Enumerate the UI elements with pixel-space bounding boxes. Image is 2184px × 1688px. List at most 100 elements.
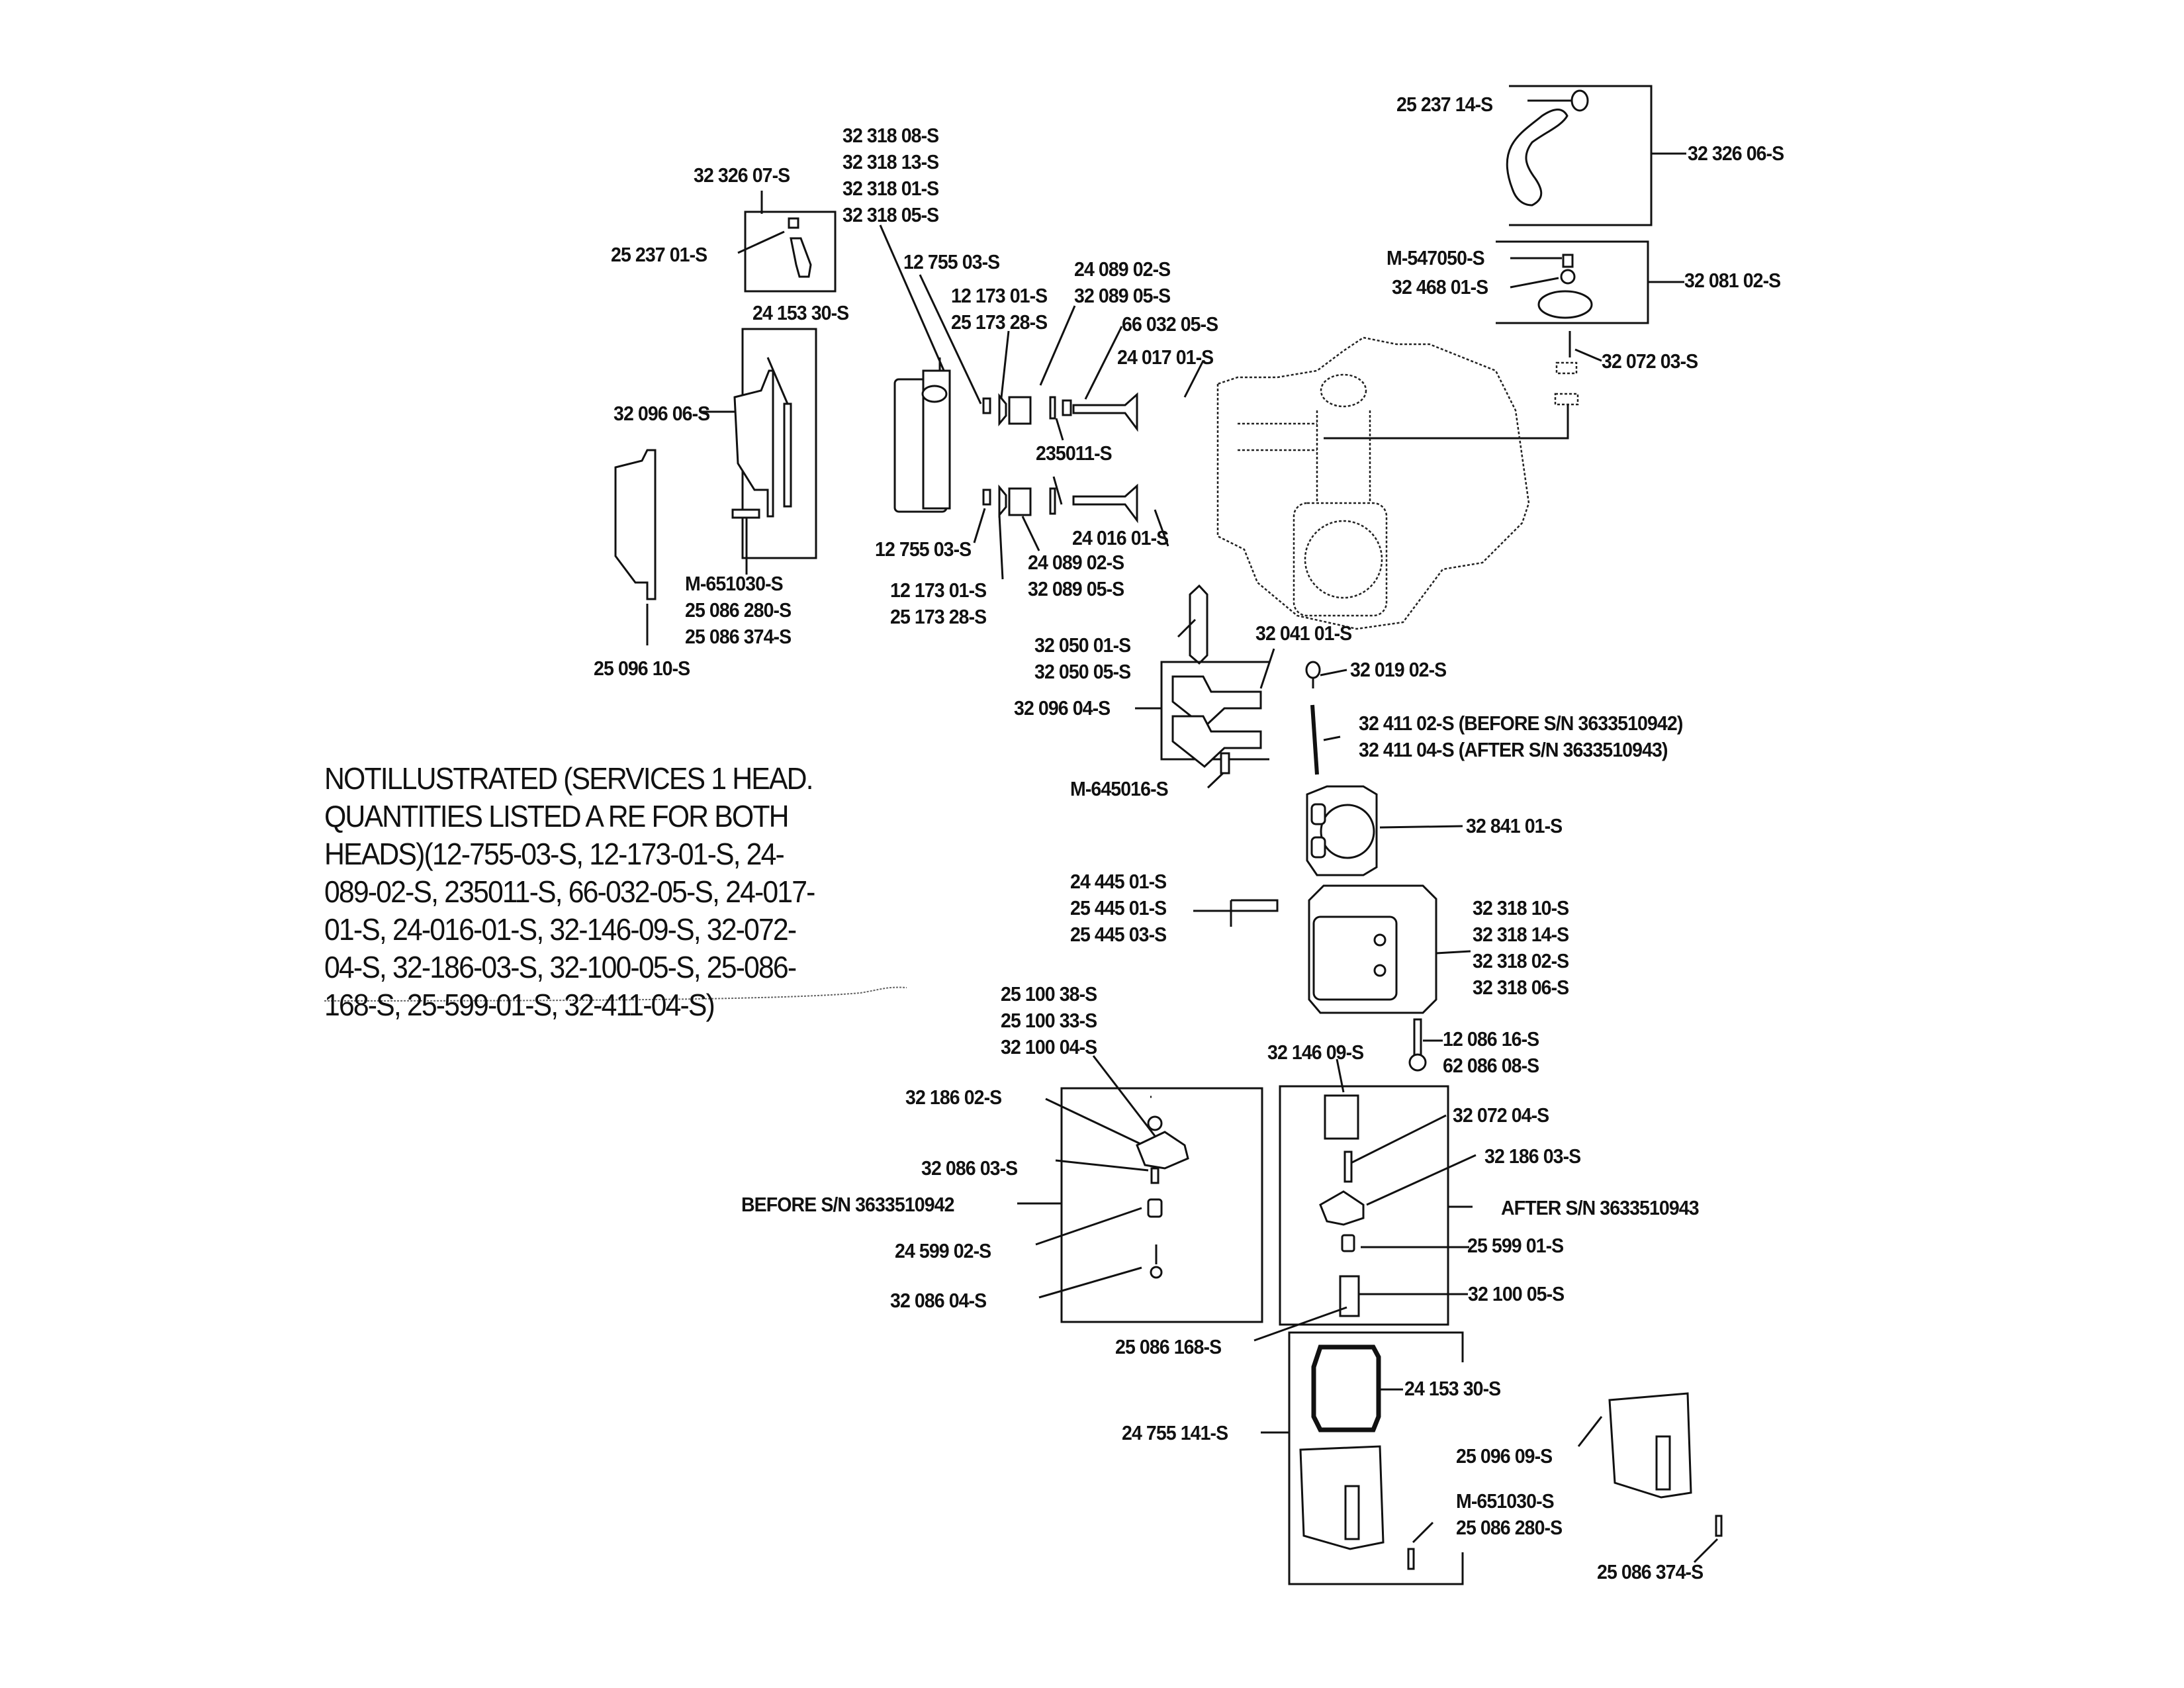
cylinder-head-icon <box>1308 884 1437 1014</box>
label-pivot-before: 32 086 03-S <box>921 1156 1018 1180</box>
exhaust-valve-icon <box>1072 392 1138 432</box>
washer-icon <box>1560 269 1576 285</box>
label-spring-seat-bottom-2: 25 173 28-S <box>890 605 987 628</box>
ohve-emblem-icon <box>1344 1485 1360 1540</box>
label-head-bolt-2: 62 086 08-S <box>1443 1054 1539 1077</box>
valve-cover-icon <box>1299 1445 1385 1550</box>
label-cylinder-head-assy-2: 32 318 14-S <box>1473 923 1569 946</box>
valve-cover-left-icon <box>614 449 657 600</box>
stud-icon <box>1343 1150 1353 1183</box>
label-valve-cover-assy-left: 32 096 06-S <box>614 402 710 425</box>
label-group-bracket: 24 445 01-S 25 445 01-S 25 445 03-S <box>1070 868 1175 948</box>
label-cylinder-head-assy-1: 32 318 10-S <box>1473 896 1569 919</box>
adjuster-icon <box>1147 1198 1163 1218</box>
label-cylinder-head-4: 32 318 05-S <box>842 203 939 226</box>
label-stud-after: 32 072 04-S <box>1453 1103 1549 1127</box>
note-line: QUANTITIES LISTED A RE FOR BOTH <box>324 799 789 833</box>
gasket-icon <box>1311 1344 1381 1432</box>
keeper-icon <box>982 489 991 506</box>
label-washer-seal: 32 468 01-S <box>1392 275 1488 299</box>
label-breather-hose-assy-left: 32 326 07-S <box>694 164 790 187</box>
label-group-head-bolts: 12 086 16-S 62 086 08-S <box>1443 1026 1547 1079</box>
spring-seat-icon <box>998 484 1007 518</box>
label-keeper-top: 12 755 03-S <box>903 250 1000 273</box>
valve-cover-right-icon <box>1608 1392 1692 1499</box>
label-group-spring-seat-bottom: 12 173 01-S 25 173 28-S <box>890 577 995 630</box>
label-guide-plate-after: 32 146 09-S <box>1267 1041 1364 1064</box>
label-spring-seat-top-1: 12 173 01-S <box>951 284 1048 307</box>
intake-valve-icon <box>1072 483 1138 524</box>
label-valve-cover-right: 25 096 09-S <box>1456 1444 1553 1468</box>
pivot-icon <box>1150 1167 1160 1184</box>
label-push-rod-guide: 32 041 01-S <box>1255 622 1352 645</box>
label-screw-left-1: M-651030-S <box>685 572 784 595</box>
label-group-tappet: 32 050 01-S 32 050 05-S <box>1034 632 1139 685</box>
keeper-icon <box>982 397 991 414</box>
label-screw-after: 25 086 168-S <box>1115 1335 1222 1358</box>
plug-icon <box>1562 254 1574 268</box>
label-group-cylinder-heads: 32 318 08-S 32 318 13-S 32 318 01-S 32 3… <box>842 122 947 228</box>
note-line: NOTILLUSTRATED (SERVICES 1 HEAD. <box>324 761 813 796</box>
note-underline <box>324 986 907 1002</box>
label-tappet-1: 32 050 01-S <box>1034 633 1131 657</box>
label-gasket-right: 24 153 30-S <box>1404 1377 1501 1400</box>
breather-cap-icon <box>1537 290 1593 319</box>
tappet-icon <box>1189 584 1208 665</box>
label-group-screws-right: M-651030-S 25 086 280-S <box>1456 1488 1571 1541</box>
rocker-nut-icon <box>1147 1115 1163 1131</box>
label-group-screws-left: M-651030-S 25 086 280-S 25 086 374-S <box>685 571 800 650</box>
label-valve-spring-bottom-1: 24 089 02-S <box>1028 551 1124 574</box>
label-tappet-2: 32 050 05-S <box>1034 660 1131 683</box>
label-head-gasket: 32 841 01-S <box>1466 814 1563 837</box>
label-screw-right-alt: 25 086 374-S <box>1597 1560 1704 1583</box>
label-cylinder-head-2: 32 318 13-S <box>842 150 939 173</box>
engine-block-icon <box>1216 336 1530 630</box>
breather-assy-group <box>1324 240 1684 440</box>
screw-icon <box>1220 752 1230 774</box>
note-line: 01-S, 24-016-01-S, 32-146-09-S, 32-072- <box>324 912 797 947</box>
label-rocker-nut-3: 32 100 04-S <box>1001 1035 1097 1058</box>
screw-icon <box>731 508 760 519</box>
note-line: HEADS)(12-755-03-S, 12-173-01-S, 24- <box>324 837 785 871</box>
head-gasket-icon <box>1306 785 1378 876</box>
label-lock-nut-after: 32 100 05-S <box>1468 1282 1565 1305</box>
valve-spring-icon <box>1008 487 1032 516</box>
label-valve-spring-top-1: 24 089 02-S <box>1074 258 1171 281</box>
label-spring-seat-top-2: 25 173 28-S <box>951 310 1048 334</box>
label-rocker-arm-before: 32 186 02-S <box>905 1086 1002 1109</box>
label-gasket-left: 24 153 30-S <box>752 301 849 324</box>
label-rocker-nut-1: 25 100 38-S <box>1001 982 1097 1006</box>
label-exhaust-valve: 24 017 01-S <box>1117 346 1214 369</box>
hose-clamp-icon <box>1570 89 1589 112</box>
rocker-stud-icon <box>1305 661 1321 679</box>
hose-clamp-icon <box>788 217 799 229</box>
ohve-emblem-icon <box>1655 1435 1671 1491</box>
label-plug: M-547050-S <box>1387 246 1485 269</box>
label-cylinder-head-assy-4: 32 318 06-S <box>1473 976 1569 999</box>
label-group-cylinder-head-assy: 32 318 10-S 32 318 14-S 32 318 02-S 32 3… <box>1473 895 1577 1001</box>
rocker-guide-plate-icon <box>1171 675 1262 728</box>
label-screw-left-2: 25 086 280-S <box>685 598 792 622</box>
valve-train-top <box>982 392 1138 432</box>
label-valve-cover-assy-right: 24 755 141-S <box>1122 1421 1228 1444</box>
label-push-rod-after: 32 411 04-S (AFTER S/N 3633510943) <box>1359 738 1668 761</box>
label-spring-seat-bottom-1: 12 173 01-S <box>890 579 987 602</box>
label-breather-assy: 32 081 02-S <box>1684 269 1781 292</box>
label-adjuster-after: 25 599 01-S <box>1467 1234 1564 1257</box>
valve-train-bottom <box>982 483 1138 524</box>
before-sn-box <box>1060 1087 1263 1323</box>
label-valve-spring-top-2: 32 089 05-S <box>1074 284 1171 307</box>
label-push-rod-before: 32 411 02-S (BEFORE S/N 3633510942) <box>1359 712 1683 735</box>
valve-cover-assy-box <box>1288 1331 1464 1585</box>
label-group-spring-seat-top: 12 173 01-S 25 173 28-S <box>951 283 1056 336</box>
note-line: 168-S, 25-599-01-S, 32-411-04-S) <box>324 988 715 1022</box>
not-illustrated-note: NOTILLUSTRATED (SERVICES 1 HEAD. QUANTIT… <box>324 760 866 1024</box>
rocker-arm-icon <box>1136 1131 1189 1170</box>
label-valve-guide: 235011-S <box>1036 442 1113 465</box>
label-intake-valve: 24 016 01-S <box>1072 526 1169 549</box>
label-hose-clamp-left: 25 237 01-S <box>611 243 707 266</box>
label-rocker-nut-2: 25 100 33-S <box>1001 1009 1097 1032</box>
breather-hose-icon <box>1506 109 1569 207</box>
